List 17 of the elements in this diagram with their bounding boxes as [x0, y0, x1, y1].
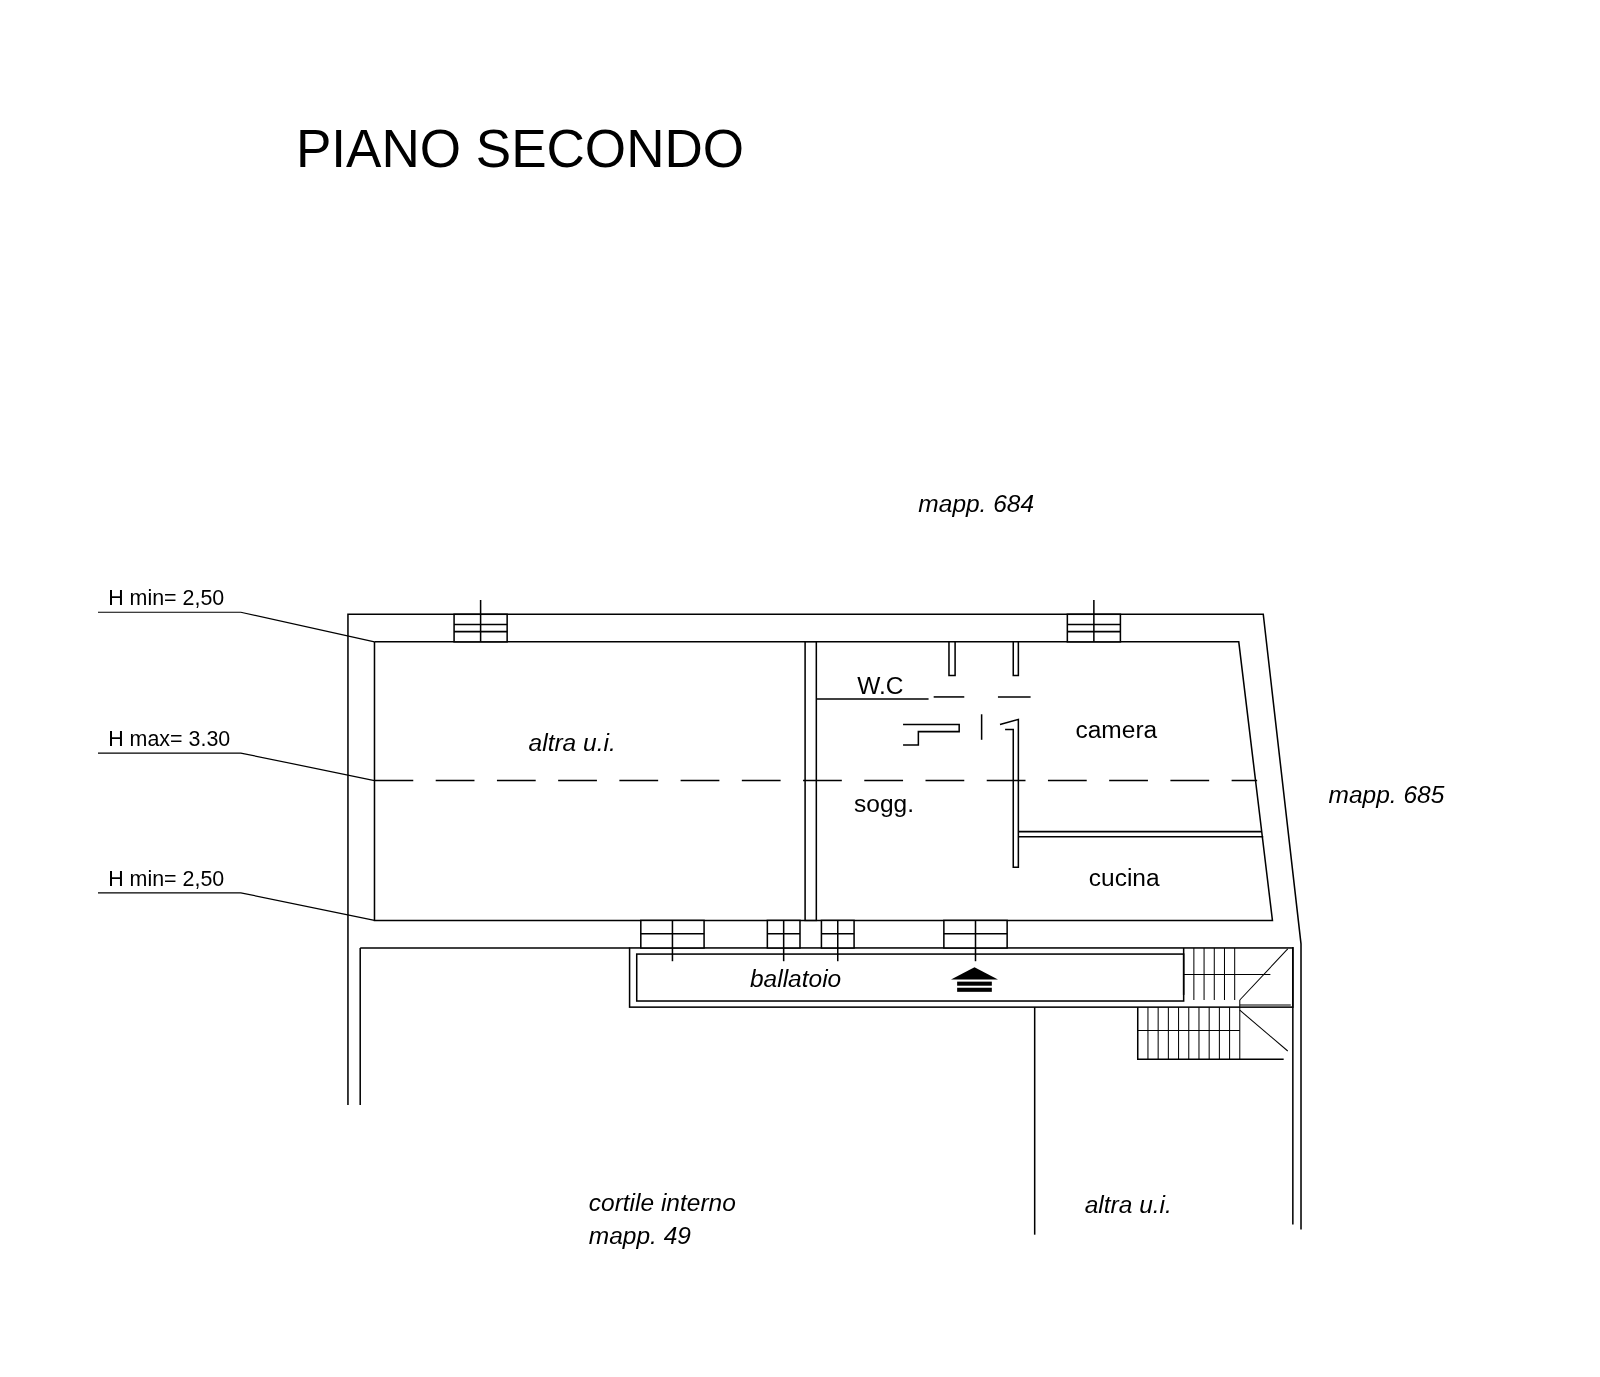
leader-line — [97, 752, 376, 782]
room-label: ballatoio — [750, 964, 842, 993]
height-note: H min= 2,50 — [97, 866, 256, 893]
room-label: cucina — [1088, 863, 1160, 892]
leader-line — [97, 892, 376, 921]
area-label: cortile interno mapp. 49 — [588, 1187, 737, 1251]
parcel-label: mapp. 684 — [918, 489, 1035, 519]
parcel-label: mapp. 685 — [1328, 780, 1445, 810]
room-label: altra u.i. — [1084, 1190, 1172, 1220]
plan-title: PIANO SECONDO — [295, 118, 745, 180]
room-label: W.C — [857, 671, 904, 700]
leader-line — [97, 611, 376, 643]
room-label: camera — [1075, 715, 1158, 744]
room-label: altra u.i. — [528, 728, 616, 758]
height-note: H max= 3.30 — [97, 726, 256, 754]
height-note: H min= 2,50 — [97, 585, 256, 613]
room-label: sogg. — [854, 789, 914, 819]
